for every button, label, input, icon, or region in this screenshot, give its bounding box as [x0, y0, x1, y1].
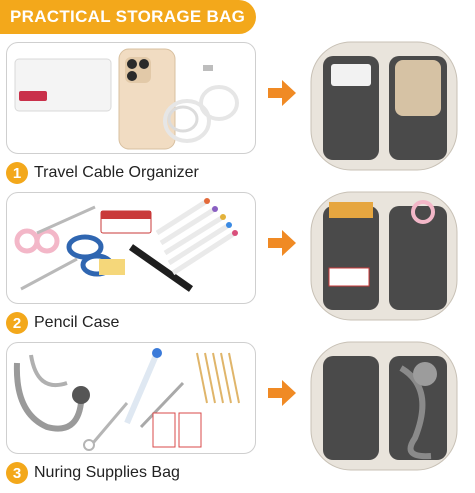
- caption-nursing-supplies: 3 Nuring Supplies Bag: [6, 462, 180, 484]
- section-pencil-case: 2 Pencil Case: [0, 191, 475, 342]
- caption-cable-organizer: 1 Travel Cable Organizer: [6, 162, 199, 184]
- bag-with-stationery-photo: [310, 191, 458, 321]
- section-cable-organizer: 1 Travel Cable Organizer: [0, 41, 475, 192]
- stationery-items-photo: [6, 192, 256, 304]
- cable-items-photo: [6, 42, 256, 154]
- title-banner: PRACTICAL STORAGE BAG: [0, 0, 256, 34]
- section-label: Pencil Case: [34, 314, 120, 331]
- section-nursing-supplies: 3 Nuring Supplies Bag: [0, 341, 475, 492]
- section-number-badge: 1: [6, 162, 28, 184]
- section-label: Nuring Supplies Bag: [34, 464, 180, 481]
- nursing-items-photo: [6, 342, 256, 454]
- right-arrow-icon: [268, 380, 296, 406]
- right-arrow-icon: [268, 230, 296, 256]
- right-arrow-icon: [268, 80, 296, 106]
- caption-pencil-case: 2 Pencil Case: [6, 312, 119, 334]
- section-number-badge: 3: [6, 462, 28, 484]
- banner-title: PRACTICAL STORAGE BAG: [10, 7, 246, 26]
- bag-with-nursing-supplies-photo: [310, 341, 458, 471]
- bag-with-cables-photo: [310, 41, 458, 171]
- section-label: Travel Cable Organizer: [34, 164, 199, 181]
- section-number-badge: 2: [6, 312, 28, 334]
